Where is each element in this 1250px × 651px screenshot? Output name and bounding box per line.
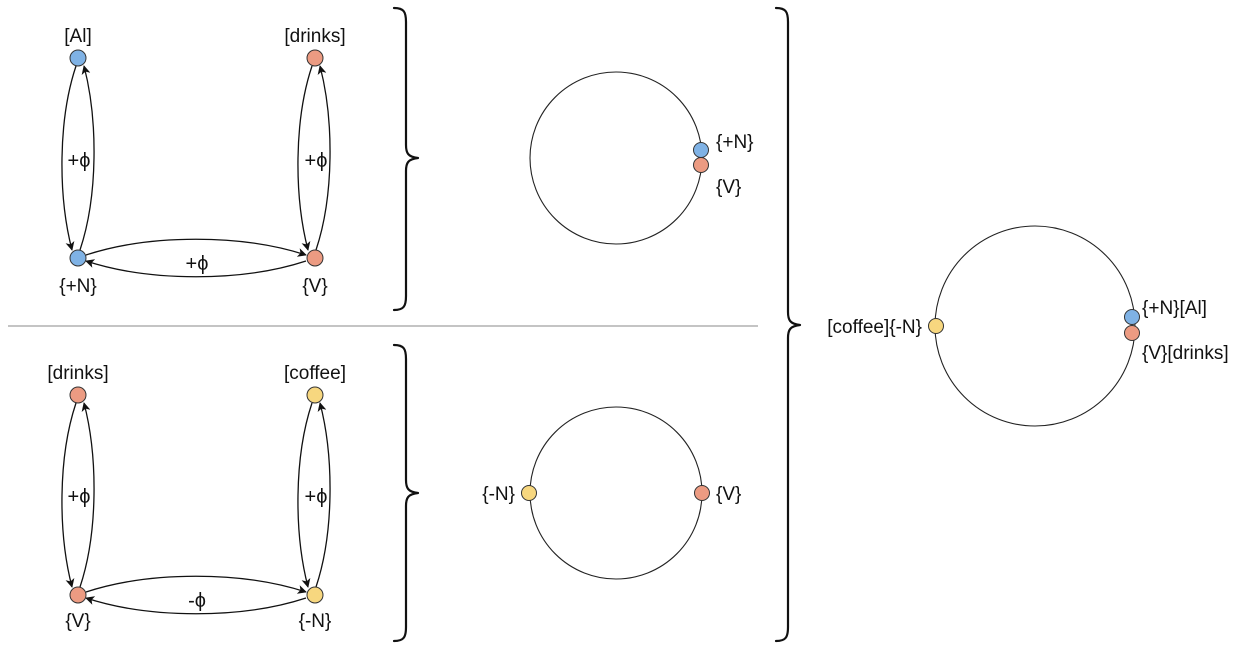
top-graph: [Al] [drinks] {+N} {V} +ϕ +ϕ +ϕ bbox=[59, 26, 345, 297]
bottom-node-drinks-label: [drinks] bbox=[47, 363, 108, 384]
bottom-circle-label-v: {V} bbox=[716, 484, 741, 505]
top-left-edge-label: +ϕ bbox=[68, 150, 91, 172]
top-node-al bbox=[69, 49, 87, 67]
top-node-plus-n-label: {+N} bbox=[59, 276, 97, 297]
bottom-node-drinks bbox=[69, 386, 87, 404]
top-left-edge-down bbox=[61, 65, 77, 251]
bottom-graph: [drinks] [coffee] {V} {-N} +ϕ +ϕ -ϕ bbox=[47, 363, 346, 632]
combined-circle-point-v bbox=[1124, 325, 1140, 341]
bottom-bottom-edge-right bbox=[85, 575, 307, 594]
bottom-bottom-edge-left bbox=[85, 596, 307, 615]
bottom-circle-point-minus-n bbox=[521, 485, 537, 501]
top-node-v bbox=[306, 249, 324, 267]
bottom-left-edge-down bbox=[61, 402, 77, 588]
bottom-node-coffee-label: [coffee] bbox=[284, 363, 346, 384]
combined-brace bbox=[774, 6, 802, 643]
top-circle bbox=[529, 71, 703, 245]
bottom-right-edge-up bbox=[315, 402, 331, 588]
top-node-plus-n bbox=[69, 249, 87, 267]
bottom-node-v bbox=[69, 586, 87, 604]
bottom-circle bbox=[529, 406, 703, 580]
top-left-edge-up bbox=[79, 65, 95, 251]
top-circle-point-v bbox=[693, 157, 709, 173]
bottom-right-edge-label: +ϕ bbox=[305, 486, 328, 508]
top-bottom-edge-right bbox=[85, 238, 307, 257]
top-node-al-label: [Al] bbox=[64, 26, 91, 47]
bottom-brace bbox=[392, 343, 420, 643]
bottom-left-edge-label: +ϕ bbox=[68, 486, 91, 508]
bottom-circle-label-minus-n: {-N} bbox=[482, 484, 515, 505]
top-circle-group: {+N} {V} bbox=[529, 71, 754, 245]
combined-circle-label-plus-n-al: {+N}[Al] bbox=[1142, 298, 1207, 319]
bottom-node-v-label: {V} bbox=[65, 611, 90, 632]
top-circle-label-plus-n: {+N} bbox=[716, 132, 754, 153]
top-bottom-edge-label: +ϕ bbox=[186, 253, 209, 275]
top-node-drinks-label: [drinks] bbox=[284, 26, 345, 47]
combined-circle-label-v-drinks: {V}[drinks] bbox=[1142, 343, 1229, 364]
top-node-drinks bbox=[306, 49, 324, 67]
top-right-edge-down bbox=[297, 65, 313, 251]
combined-circle-group: [coffee]{-N} {+N}[Al] {V}[drinks] bbox=[827, 225, 1229, 427]
bottom-right-edge-down bbox=[297, 402, 313, 588]
top-right-edge-up bbox=[315, 65, 331, 251]
bottom-circle-group: {-N} {V} bbox=[482, 406, 741, 580]
top-node-v-label: {V} bbox=[302, 276, 327, 297]
bottom-node-minus-n bbox=[306, 586, 324, 604]
combined-circle-point-plus-n bbox=[1124, 309, 1140, 325]
combined-circle bbox=[934, 225, 1136, 427]
top-bottom-edge-left bbox=[85, 259, 307, 278]
bottom-node-coffee bbox=[306, 386, 324, 404]
bottom-circle-point-v bbox=[694, 485, 710, 501]
top-brace bbox=[392, 6, 420, 312]
bottom-left-edge-up bbox=[79, 402, 95, 588]
combined-circle-label-coffee-minus-n: [coffee]{-N} bbox=[827, 317, 922, 338]
combined-circle-point-minus-n bbox=[928, 318, 944, 334]
top-right-edge-label: +ϕ bbox=[305, 150, 328, 172]
top-circle-point-plus-n bbox=[693, 142, 709, 158]
bottom-bottom-edge-label: -ϕ bbox=[188, 590, 206, 612]
top-circle-label-v: {V} bbox=[716, 177, 741, 198]
bottom-node-minus-n-label: {-N} bbox=[299, 611, 332, 632]
